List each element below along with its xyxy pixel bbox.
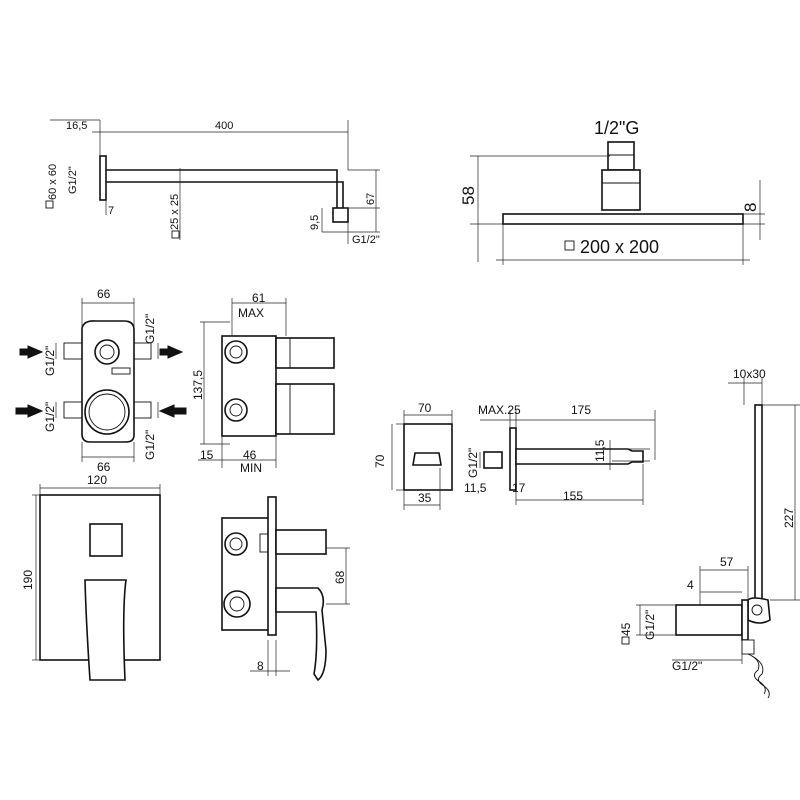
valve-side-bottom-note: MIN bbox=[240, 461, 262, 475]
spout-reach: 155 bbox=[563, 489, 583, 503]
assembly-spout-stub bbox=[275, 529, 327, 555]
hand-shower-projection: 57 bbox=[720, 555, 734, 569]
square-symbol-icon bbox=[621, 636, 630, 645]
square-symbol-icon bbox=[564, 240, 575, 251]
assembly-lever bbox=[275, 587, 327, 682]
valve-body-side-view: 61 MAX 137,5 15 46 MIN bbox=[191, 291, 335, 475]
head-size: 200 x 200 bbox=[580, 237, 659, 257]
spout-max-projection: MAX.25 bbox=[478, 403, 521, 417]
arrow-right-icon bbox=[159, 345, 184, 359]
arm-flange-offset: 7 bbox=[108, 205, 114, 217]
arm-flange-thickness: 16,5 bbox=[66, 120, 87, 132]
hand-shower-length: 227 bbox=[782, 508, 796, 528]
shower-head-view: 1/2"G 58 8 200 x 200 bbox=[459, 118, 765, 265]
assembly-wall-plate bbox=[267, 496, 277, 636]
cover-plate-view: 120 190 bbox=[21, 473, 161, 681]
arrow-left-icon bbox=[15, 404, 44, 418]
hand-shower-bracket-plate bbox=[741, 599, 749, 641]
arm-length: 400 bbox=[215, 120, 233, 132]
arm-outlet bbox=[332, 207, 349, 223]
assembly-offset: 68 bbox=[333, 570, 347, 584]
head-connection: 1/2"G bbox=[594, 118, 639, 138]
valve-top-width: 66 bbox=[97, 287, 111, 301]
valve-side-top-depth: 61 bbox=[252, 291, 266, 305]
square-symbol-icon bbox=[45, 200, 54, 209]
spout-body bbox=[515, 448, 644, 465]
hand-shower-offset: 4 bbox=[687, 578, 694, 592]
cover-lever bbox=[84, 579, 127, 681]
arrow-left-icon bbox=[158, 404, 187, 418]
valve-bottom-width: 66 bbox=[97, 460, 111, 474]
arm-inlet-thread: G1/2" bbox=[67, 166, 79, 194]
spout-thread: G1/2" bbox=[466, 448, 480, 478]
hand-shower-inlet-thread: G1/2" bbox=[643, 610, 657, 640]
arm-flange-size: 60 x 60 bbox=[47, 164, 59, 200]
arm-outlet-thread: G1/2" bbox=[352, 234, 380, 246]
arm-wall-flange bbox=[99, 155, 107, 201]
hand-shower-holder bbox=[747, 597, 771, 624]
spout-length: 175 bbox=[571, 403, 591, 417]
spout-outlet bbox=[412, 452, 442, 466]
valve-side-cartridge-bottom bbox=[275, 383, 335, 435]
spout-front-view: 70 70 35 bbox=[373, 401, 453, 510]
valve-side-bottom-left: 15 bbox=[200, 448, 214, 462]
hand-shower-bracket bbox=[675, 604, 743, 636]
head-ball-joint bbox=[601, 169, 641, 211]
valve-port-top-left: G1/2" bbox=[43, 346, 57, 376]
valve-port-bottom-left: G1/2" bbox=[43, 402, 57, 432]
arm-outlet-depth: 9,5 bbox=[309, 215, 321, 230]
hand-shower-bracket-size: 45 bbox=[619, 622, 633, 636]
valve-port-bottom bbox=[84, 389, 130, 435]
hand-shower-view: 10x30 227 57 4 45 G1/2" G1/2" bbox=[619, 367, 800, 699]
arm-body bbox=[106, 169, 344, 208]
arrow-left-icon bbox=[19, 345, 44, 359]
assembly-plate-thickness: 8 bbox=[257, 659, 264, 673]
valve-port-top bbox=[94, 339, 120, 365]
hand-shower-handle bbox=[754, 404, 763, 606]
valve-side-top-note: MAX bbox=[238, 306, 264, 320]
valve-side-cartridge-top bbox=[275, 337, 335, 369]
valve-side-bottom-depth: 46 bbox=[243, 448, 257, 462]
cover-handle-top bbox=[89, 523, 123, 557]
shower-arm-view: 16,5 400 60 x 60 G1/2" 7 25 x 25 67 9,5 … bbox=[45, 119, 380, 246]
spout-front-width: 70 bbox=[418, 401, 432, 415]
valve-body-front-view: 66 66 G1/2" G1/2" G1/2" G1/2" bbox=[15, 287, 187, 474]
spout-outlet-height: 11,5 bbox=[593, 439, 607, 462]
spout-front-bottom: 35 bbox=[418, 491, 432, 505]
cover-width: 120 bbox=[87, 473, 107, 487]
hose-coil bbox=[747, 653, 766, 695]
head-height: 58 bbox=[459, 186, 478, 205]
spout-side-view: MAX.25 175 11,5 G1/2" 11,5 17 155 bbox=[464, 403, 656, 505]
cover-height: 190 bbox=[21, 570, 35, 590]
valve-side-height: 137,5 bbox=[191, 370, 205, 400]
head-thickness: 8 bbox=[741, 203, 760, 212]
valve-port-bottom-right: G1/2" bbox=[143, 430, 157, 460]
arm-section: 25 x 25 bbox=[169, 194, 181, 230]
square-symbol-icon bbox=[171, 230, 180, 239]
valve-port-top-right: G1/2" bbox=[143, 314, 157, 344]
hand-shower-head-size: 10x30 bbox=[733, 367, 766, 381]
spout-front-height: 70 bbox=[373, 454, 387, 468]
spout-thread-stub bbox=[483, 451, 503, 469]
hand-shower-outlet-thread: G1/2" bbox=[672, 659, 702, 673]
arm-outlet-height: 67 bbox=[365, 193, 377, 205]
head-plate bbox=[502, 213, 744, 225]
valve-assembly-side-view: 68 8 bbox=[221, 496, 350, 682]
spout-thread-offset: 11,5 bbox=[464, 481, 487, 495]
spout-plate: 17 bbox=[512, 481, 526, 495]
head-connector bbox=[607, 141, 635, 171]
